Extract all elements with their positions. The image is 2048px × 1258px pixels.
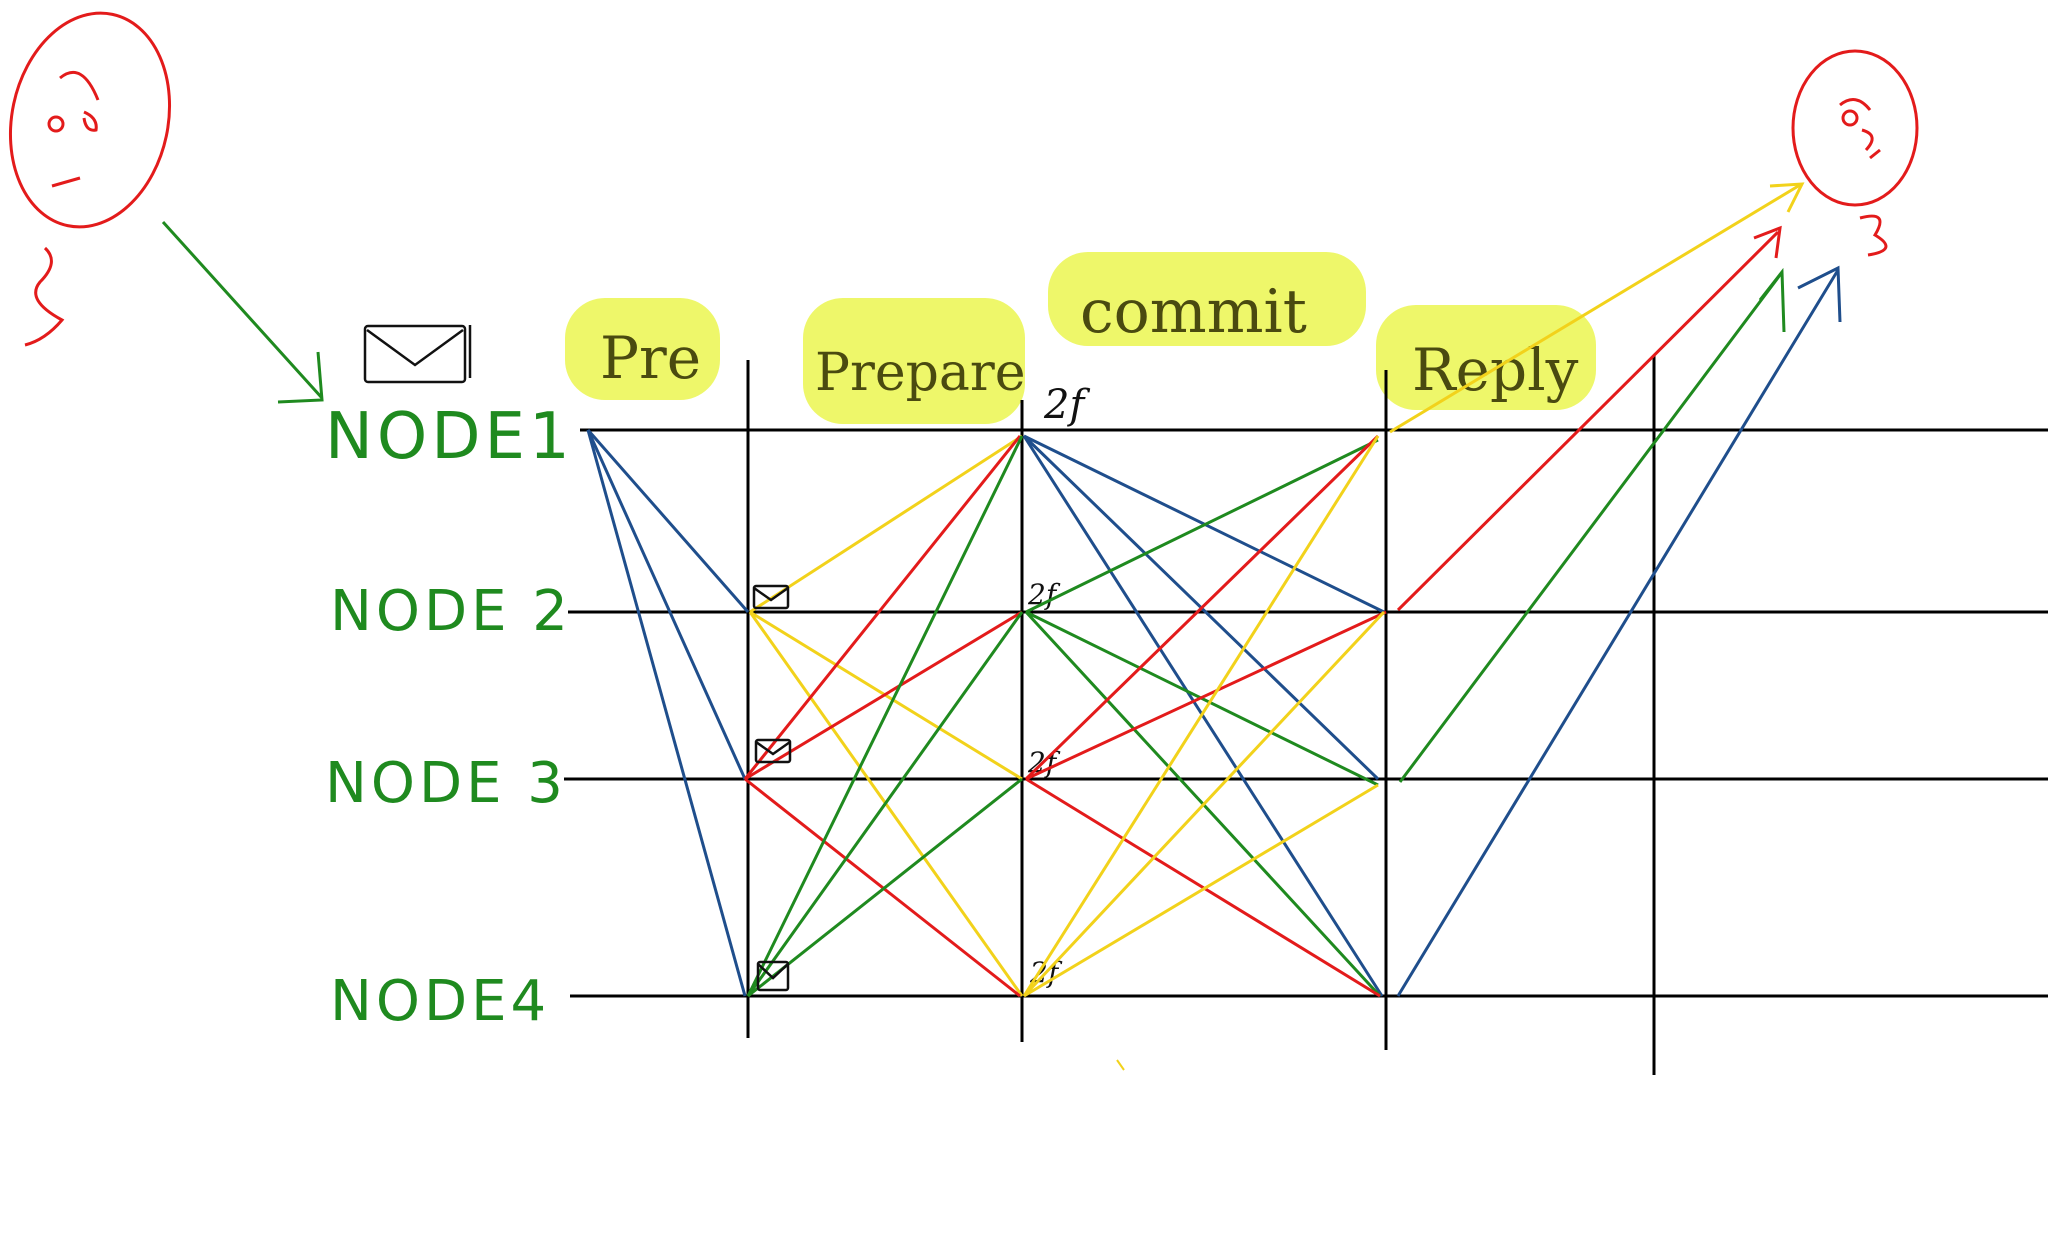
quorum-marks: 2f 2f 2f 2f (1027, 382, 1090, 989)
reply-node3 (1398, 274, 1782, 783)
quorum-mark-node1: 2f (1043, 382, 1090, 428)
highlight-prepare (803, 298, 1025, 424)
commit-node2-to-node1 (1025, 438, 1379, 614)
prepare-node3-to-node4 (744, 777, 1021, 998)
stray-mark (1116, 1059, 1125, 1071)
commit-node3-to-node4 (1025, 777, 1381, 998)
phase-highlights (565, 252, 1596, 424)
node-label-3: NODE 3 (325, 751, 567, 816)
prepare-messages (743, 434, 1024, 998)
preprepare-to-node3 (586, 429, 747, 780)
prepare-node2-to-node1 (749, 434, 1023, 614)
highlight-commit (1048, 252, 1366, 346)
client-face-icon (8, 11, 172, 347)
envelope-icon (752, 584, 790, 610)
reply-arrowhead-node2 (1753, 225, 1782, 259)
node-labels: NODE1 NODE 2 NODE 3 NODE4 (325, 400, 574, 1034)
phase-label-pre: Pre (600, 324, 701, 392)
highlight-pre (565, 298, 720, 400)
client-face-icon (1791, 49, 1919, 257)
preprepare-to-node2 (586, 429, 750, 613)
prepare-node3-to-node1 (743, 435, 1022, 780)
node-label-4: NODE4 (330, 969, 550, 1034)
phase-label-prepare: Prepare (815, 343, 1026, 403)
envelope-icons (363, 324, 792, 992)
commit-node4-to-node2 (1022, 610, 1386, 998)
envelope-icon (363, 324, 472, 384)
prepare-node4-to-node2 (746, 611, 1024, 997)
reply-node1 (1389, 183, 1801, 434)
reply-arrowhead-node3 (1758, 267, 1786, 333)
phase-labels: Pre Prepare commit Reply (600, 277, 1579, 404)
node-label-2: NODE 2 (330, 579, 572, 644)
commit-messages (1022, 434, 1387, 998)
node-label-1: NODE1 (325, 400, 574, 474)
reply-arrowhead-node4 (1797, 265, 1842, 323)
grid-lines (564, 355, 2048, 1075)
request-arrow (161, 220, 324, 404)
prepare-node4-to-node1 (746, 435, 1024, 997)
quorum-mark-node2: 2f (1027, 578, 1061, 611)
reply-node2 (1396, 230, 1780, 612)
pre-prepare-messages (586, 429, 750, 997)
preprepare-to-node4 (586, 429, 747, 997)
reply-messages (1389, 182, 1842, 997)
phase-label-commit: commit (1080, 277, 1307, 347)
envelope-icon (754, 738, 792, 764)
commit-node4-to-node1 (1022, 435, 1380, 997)
reply-arrowhead-node1 (1769, 182, 1805, 213)
highlight-reply (1376, 305, 1596, 410)
reply-node4 (1396, 269, 1840, 997)
commit-node1-to-node4 (1022, 435, 1384, 997)
envelope-icon (756, 960, 790, 992)
commit-node3-to-node2 (1025, 610, 1387, 781)
commit-node3-to-node1 (1024, 434, 1380, 781)
commit-node4-to-node3 (1023, 783, 1379, 998)
prepare-node4-to-node3 (747, 777, 1023, 998)
